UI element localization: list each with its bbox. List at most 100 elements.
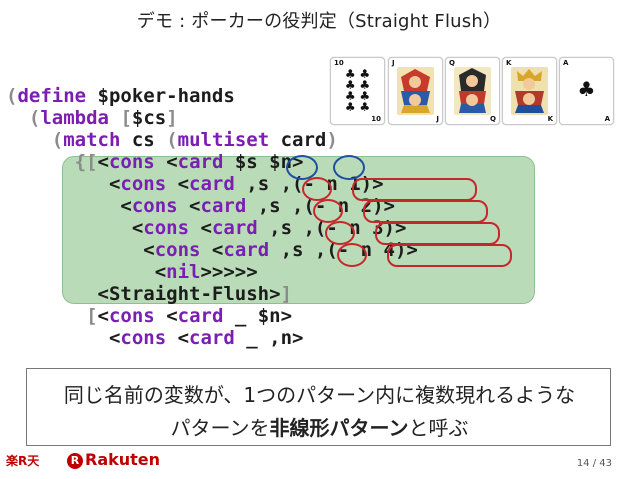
code-token: cons (108, 305, 155, 327)
code-token: card (223, 239, 270, 261)
code-token: < (6, 195, 132, 217)
card-rank: 10 (334, 59, 344, 67)
code-token: nil (166, 261, 201, 283)
code-token: < (6, 173, 121, 195)
code-token: _ ,n> (234, 327, 304, 349)
code-token: < (154, 305, 178, 327)
code-token (6, 129, 52, 151)
code-token: cons (120, 173, 167, 195)
card: J J (388, 57, 443, 125)
variable-n-circle (333, 155, 365, 180)
page-number: 14 / 43 (576, 458, 612, 469)
code-line: (lambda [$cs] (6, 107, 178, 129)
code-line: (define $poker-hands (6, 85, 235, 107)
code-token: < (166, 173, 190, 195)
definition-note: 同じ名前の変数が、1つのパターン内に複数現れるような パターンを非線形パターンと… (26, 368, 611, 446)
code-token: multiset (177, 129, 270, 151)
code-token (6, 107, 29, 129)
nonlinear-s-circle-3 (325, 221, 355, 245)
code-token: >>>>> (200, 261, 258, 283)
nonlinear-s-circle-1 (302, 177, 332, 201)
code-token: cons (143, 217, 190, 239)
card: Q Q (445, 57, 500, 125)
code-token: ] (280, 283, 292, 305)
code-token: < (6, 217, 144, 239)
card-rank: Q (449, 59, 455, 67)
code-line: <cons <card _ ,n> (6, 327, 304, 349)
code-token: match (63, 129, 121, 151)
card-rank: K (547, 115, 553, 123)
code-token: ( (166, 129, 178, 151)
code-token: cons (120, 327, 167, 349)
note-line-1: 同じ名前の変数が、1つのパターン内に複数現れるような (63, 383, 576, 407)
nonlinear-s-circle-4 (337, 243, 367, 267)
code-token: < (6, 327, 121, 349)
code-token: card (177, 305, 224, 327)
code-token: cons (154, 239, 201, 261)
club-icon: ♣ (577, 77, 596, 101)
card: A ♣ A (559, 57, 614, 125)
code-token: < (97, 151, 109, 173)
code-token: $cs (131, 107, 167, 129)
card-rank: K (506, 59, 512, 67)
nonlinear-s-circle-2 (313, 199, 343, 223)
code-token: [ (120, 107, 132, 129)
club-icon: ♣ ♣ ♣ ♣ ♣ ♣ ♣ ♣ (344, 67, 371, 114)
nonlinear-n-box-3 (375, 222, 500, 245)
code-token: < (6, 239, 155, 261)
jack-face-icon (397, 67, 434, 115)
code-token: < (6, 261, 167, 283)
code-line: <nil>>>>> (6, 261, 258, 283)
code-token: < (200, 239, 224, 261)
code-token: < (189, 217, 212, 239)
code-token: < (166, 327, 190, 349)
card-hand: 10 ♣ ♣ ♣ ♣ ♣ ♣ ♣ ♣ 10 J J (330, 57, 614, 125)
nonlinear-pattern-term: 非線形パターン (269, 416, 409, 440)
card-rank: A (563, 59, 569, 67)
code-token: ( (6, 85, 18, 107)
variable-s-circle (286, 155, 318, 180)
code-token: < (177, 195, 201, 217)
note-line-2: パターンを非線形パターンと呼ぶ (170, 416, 469, 440)
code-line: [<cons <card _ $n> (6, 305, 292, 327)
card: 10 ♣ ♣ ♣ ♣ ♣ ♣ ♣ ♣ 10 (330, 57, 385, 125)
code-token: < (154, 151, 178, 173)
code-token: card (269, 129, 327, 151)
slide-title: デモ : ポーカーの役判定（Straight Flush） (136, 11, 502, 32)
card-rank: J (392, 59, 395, 67)
code-token: define (17, 85, 87, 107)
queen-face-icon (454, 67, 491, 115)
card-rank: Q (490, 115, 496, 123)
rakuten-kanji-logo: 楽R天 (6, 454, 40, 468)
nonlinear-n-box-2 (363, 200, 488, 223)
card-rank: 10 (371, 115, 381, 123)
pattern-highlight (62, 156, 535, 304)
nonlinear-n-box-1 (352, 178, 477, 201)
code-token: $poker-hands (86, 85, 235, 107)
code-token: {[ (74, 151, 98, 173)
code-token: cons (108, 151, 155, 173)
code-token: card (211, 217, 258, 239)
king-face-icon (511, 67, 548, 115)
code-line: {[<cons <card $s $n> (6, 151, 304, 173)
code-line: <cons <card ,s ,(- n 4)> (6, 239, 418, 261)
code-line: (match cs (multiset card) (6, 129, 338, 151)
card-rank: J (436, 115, 439, 123)
code-token: _ $n> (223, 305, 293, 327)
code-token: card (200, 195, 247, 217)
code-token: ) (326, 129, 338, 151)
code-token: cons (131, 195, 178, 217)
code-token: <Straight-Flush> (6, 283, 281, 305)
nonlinear-n-box-4 (387, 244, 512, 267)
code-token: cs (120, 129, 167, 151)
card-rank: A (604, 115, 610, 123)
code-token: card (189, 173, 235, 195)
code-line: <Straight-Flush>] (6, 283, 293, 305)
code-token (6, 305, 86, 327)
code-token: card (189, 327, 235, 349)
rakuten-r-icon: R (67, 453, 83, 469)
code-token: ( (51, 129, 64, 151)
code-token: [ (86, 305, 98, 327)
